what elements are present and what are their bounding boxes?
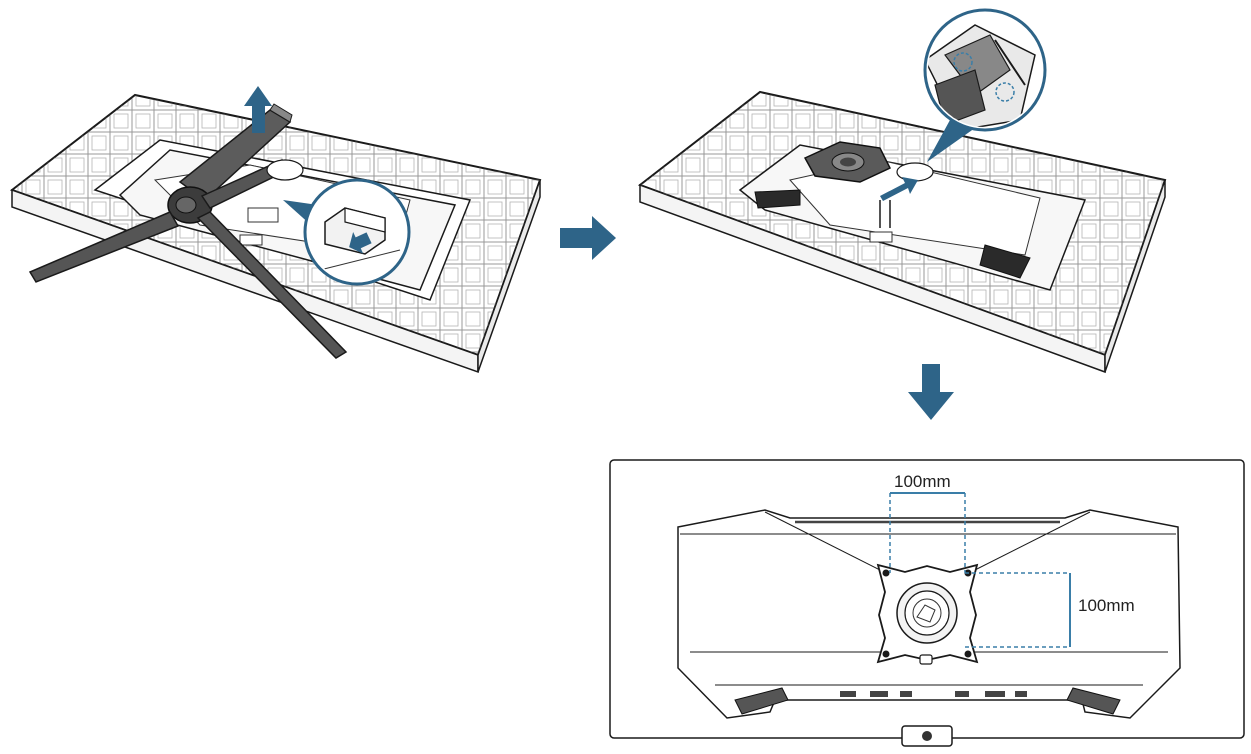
horizontal-dimension (889, 492, 966, 573)
vesa-plate-removed (803, 141, 892, 183)
mount-socket (896, 162, 934, 182)
slide-arrow-icon (349, 231, 372, 254)
release-button-callout (283, 178, 411, 286)
lift-arrow-icon (244, 86, 272, 133)
down-step-arrow-icon (908, 364, 954, 420)
next-step-arrow-icon (560, 216, 616, 260)
vertical-dimension-label: 100mm (1078, 596, 1135, 615)
vesa-bracket (876, 563, 979, 665)
vertical-dimension (965, 572, 1071, 648)
screw-callout (923, 8, 1047, 162)
monitor-stand (28, 103, 348, 359)
remove-plate-arrow-icon (880, 177, 918, 201)
step2-packaging-box (637, 90, 1167, 374)
step1-packaging-box (9, 93, 542, 374)
horizontal-dimension-label: 100mm (894, 472, 951, 491)
